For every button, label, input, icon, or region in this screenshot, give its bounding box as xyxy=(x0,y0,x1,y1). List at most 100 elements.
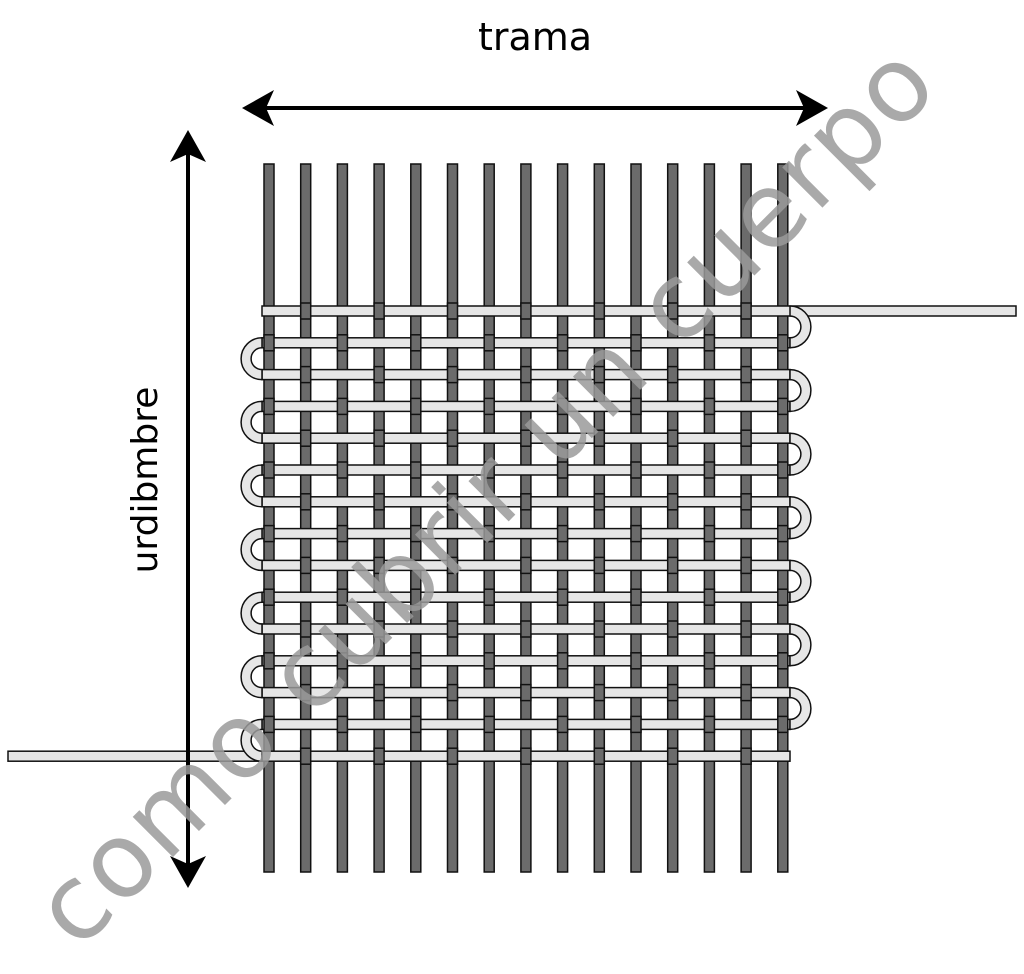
warp-over xyxy=(666,302,679,320)
weft-turn-left xyxy=(240,591,263,635)
weft-turn-left xyxy=(240,464,263,508)
warp-thread xyxy=(263,163,275,873)
weft-turn-right xyxy=(789,623,812,667)
warp-thread xyxy=(666,163,679,873)
warp-over xyxy=(556,524,569,543)
weft-turn-right xyxy=(789,368,812,413)
urdimbre-label: urdibmbre xyxy=(125,387,166,574)
weft-pass xyxy=(261,305,1017,317)
warp-over xyxy=(483,524,495,543)
warp-over xyxy=(666,493,679,511)
warp-over xyxy=(703,652,716,670)
warp-over xyxy=(336,334,349,352)
warp-over xyxy=(410,652,422,670)
warp-over xyxy=(373,302,385,320)
warp-thread xyxy=(593,163,606,873)
warp-over xyxy=(630,334,642,352)
warp-over xyxy=(666,429,679,447)
warp-over xyxy=(556,588,569,606)
trama-arrow xyxy=(242,90,828,126)
warp-over xyxy=(336,397,349,416)
warp-over xyxy=(520,429,532,447)
warp-over xyxy=(373,556,385,575)
trama-label: trama xyxy=(478,15,592,59)
warp-over xyxy=(446,747,459,765)
warp-over xyxy=(373,683,385,702)
weft-turn-right xyxy=(789,496,812,540)
warp-over xyxy=(483,588,495,606)
warp-over xyxy=(483,652,495,670)
warp-over xyxy=(446,429,459,447)
warp-over xyxy=(373,365,385,384)
warp-over xyxy=(336,461,349,479)
warp-over xyxy=(299,302,312,320)
warp-over xyxy=(446,556,459,575)
warp-over xyxy=(666,683,679,702)
warp-over xyxy=(336,588,349,606)
warp-over xyxy=(263,461,275,479)
warp-over xyxy=(593,556,606,575)
warp-over xyxy=(483,461,495,479)
warp-over xyxy=(263,397,275,416)
warp-thread xyxy=(483,163,495,873)
warp-over xyxy=(740,747,752,765)
warp-over xyxy=(593,429,606,447)
warp-over xyxy=(446,302,459,320)
warp-over xyxy=(593,365,606,384)
warp-over xyxy=(446,683,459,702)
warp-over xyxy=(556,652,569,670)
warp-over xyxy=(299,365,312,384)
warp-over xyxy=(703,715,716,734)
warp-over xyxy=(373,493,385,511)
warp-thread xyxy=(703,163,716,873)
warp-over xyxy=(777,397,789,416)
warp-over xyxy=(593,302,606,320)
warp-over xyxy=(740,620,752,638)
weft-turn-left xyxy=(240,718,263,762)
weft-pass xyxy=(7,750,791,762)
warp-over xyxy=(740,365,752,384)
warp-over xyxy=(410,461,422,479)
weft-turn-left xyxy=(240,655,263,699)
warp-over xyxy=(740,683,752,702)
warp-thread xyxy=(556,163,569,873)
warp-over xyxy=(520,302,532,320)
warp-over xyxy=(520,683,532,702)
warp-over xyxy=(446,620,459,638)
warp-over xyxy=(520,493,532,511)
warp-thread xyxy=(630,163,642,873)
warp-over xyxy=(520,747,532,765)
warp-over xyxy=(410,334,422,352)
warp-over xyxy=(520,365,532,384)
weft-turn-left xyxy=(240,337,263,381)
warp-over xyxy=(556,461,569,479)
warp-over xyxy=(299,683,312,702)
warp-over xyxy=(410,397,422,416)
warp-over xyxy=(630,524,642,543)
warp-over xyxy=(410,588,422,606)
warp-thread xyxy=(740,163,752,873)
warp-over xyxy=(703,397,716,416)
warp-over xyxy=(483,334,495,352)
warp-over xyxy=(777,588,789,606)
warp-over xyxy=(556,715,569,734)
warp-over xyxy=(373,429,385,447)
warp-thread xyxy=(520,163,532,873)
warp-over xyxy=(703,334,716,352)
warp-over xyxy=(263,715,275,734)
warp-thread xyxy=(299,163,312,873)
weft-turn-right xyxy=(789,305,812,349)
warp-over-segments xyxy=(263,302,789,765)
warp-over xyxy=(740,429,752,447)
warp-over xyxy=(483,715,495,734)
warp-over xyxy=(299,620,312,638)
warp-over xyxy=(263,334,275,352)
warp-over xyxy=(446,493,459,511)
warp-over xyxy=(373,620,385,638)
warp-over xyxy=(703,461,716,479)
weft-turn-left xyxy=(240,527,263,572)
weft-turn-right xyxy=(789,559,812,603)
warp-over xyxy=(263,588,275,606)
warp-over xyxy=(446,365,459,384)
